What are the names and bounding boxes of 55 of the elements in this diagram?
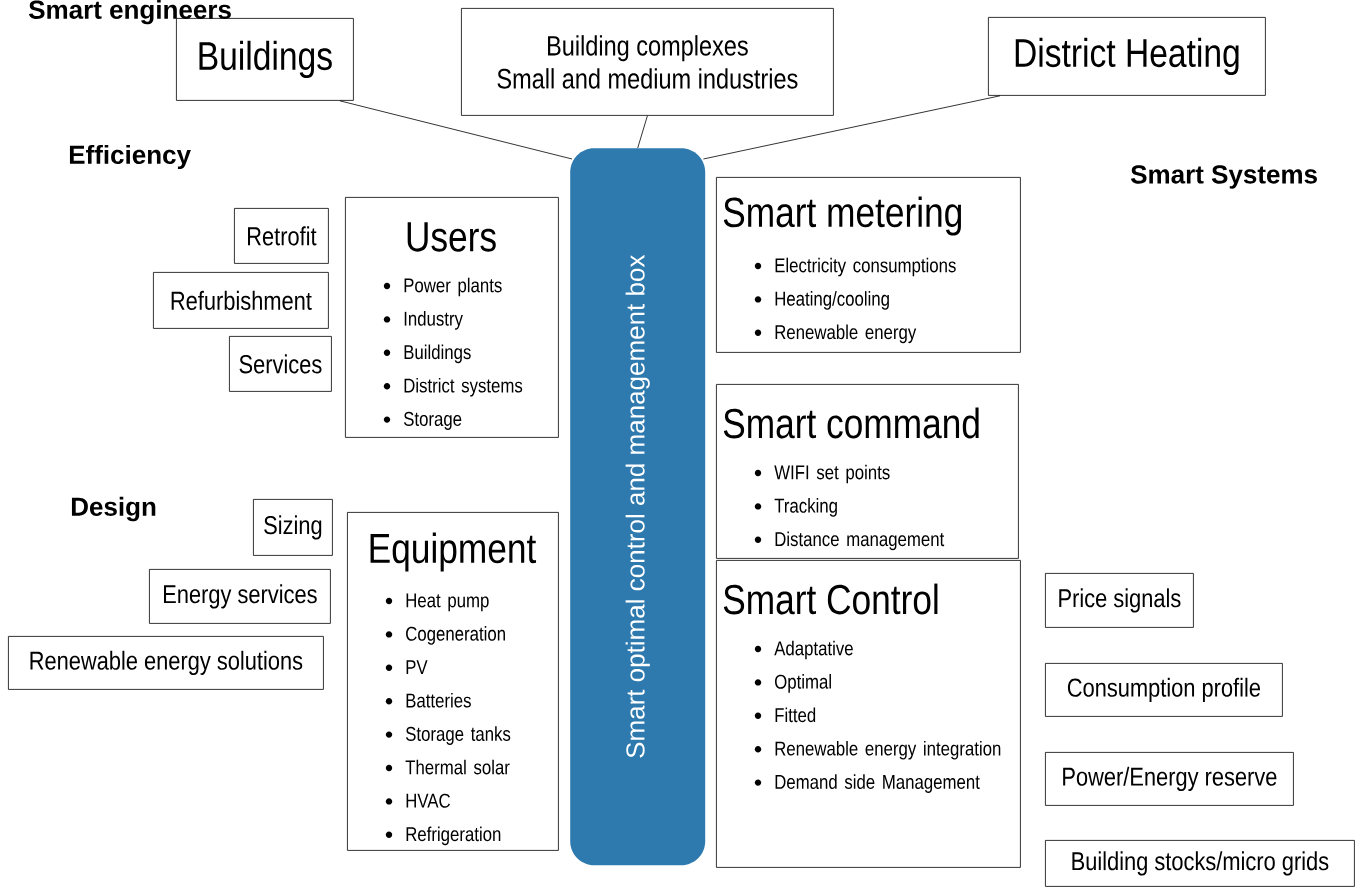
connector-line <box>703 95 1001 160</box>
bullet-item: Storage tanks <box>385 726 511 745</box>
bullet-item: Adaptative <box>754 640 853 660</box>
connector-line <box>637 115 648 149</box>
bullet-item: PV <box>385 660 428 674</box>
text-box: Price signals <box>1045 573 1194 628</box>
list-box <box>716 560 1021 868</box>
bullet-item: Renewable energy <box>754 324 917 344</box>
vertical-label: Smart optimal control and management box <box>625 254 650 758</box>
box-title: Smart command <box>723 407 979 439</box>
text-box: Building stocks/micro grids <box>1045 840 1355 887</box>
text-box: Services <box>229 336 332 392</box>
text-box: Building complexes Small and medium industries <box>461 8 834 116</box>
text-box: Refurbishment <box>153 272 329 329</box>
bullet-item: Cogeneration <box>385 626 505 645</box>
text-box: Consumption profile <box>1045 663 1283 717</box>
box-title: Smart Control <box>723 583 938 615</box>
bullet-item: Batteries <box>385 692 471 708</box>
list-box <box>347 512 559 851</box>
list-box <box>716 177 1021 353</box>
box-title: Users <box>407 222 496 252</box>
text-box: Sizing <box>253 499 333 556</box>
section-heading: Design <box>71 496 156 522</box>
bullet-item: Power plants <box>383 277 502 297</box>
text-box: Energy services <box>149 569 331 624</box>
box-title: Equipment <box>370 532 537 572</box>
bullet-item: Refrigeration <box>385 826 501 846</box>
control-bar <box>570 148 706 866</box>
text-box: Renewable energy solutions <box>8 636 324 690</box>
bullet-item: Distance management <box>754 531 945 551</box>
bullet-item: Renewable energy integration <box>754 740 1001 760</box>
section-heading: Smart Systems <box>1130 165 1317 189</box>
box-title: Smart metering <box>723 196 962 236</box>
bullet-item: Fitted <box>754 707 816 723</box>
text-box: Buildings <box>176 18 354 101</box>
list-box <box>345 197 559 438</box>
list-box <box>716 384 1019 559</box>
connector-line <box>339 100 573 160</box>
bullet-item: WIFI set points <box>754 464 890 484</box>
text-box: Retrofit <box>234 208 329 264</box>
bullet-item: Industry <box>383 311 463 330</box>
bullet-item: Buildings <box>383 344 471 364</box>
text-box: District Heating <box>988 17 1266 96</box>
bullet-item: HVAC <box>385 793 450 808</box>
bullet-item: Optimal <box>754 674 831 693</box>
bullet-item: Tracking <box>754 498 837 517</box>
bullet-item: Electricity consumptions <box>754 257 956 277</box>
bullet-item: Storage <box>383 411 462 430</box>
bullet-item: Thermal solar <box>385 759 510 775</box>
bullet-item: District systems <box>383 377 523 397</box>
bullet-item: Heating/cooling <box>754 291 889 310</box>
text-box: Power/Energy reserve <box>1045 752 1294 806</box>
bullet-item: Demand side Management <box>754 774 980 793</box>
bullet-item: Heat pump <box>385 593 489 612</box>
section-heading: Efficiency <box>69 144 191 170</box>
